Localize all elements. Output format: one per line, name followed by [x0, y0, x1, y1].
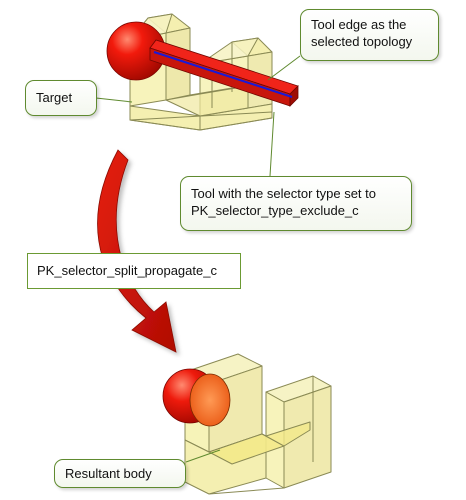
selected-edge [153, 51, 293, 98]
transition-arrow [97, 149, 177, 353]
tool-selector-callout-line1: Tool with the selector type set to [191, 186, 376, 201]
resultant-sphere [162, 368, 231, 427]
operation-label: PK_selector_split_propagate_c [27, 253, 241, 289]
tool-edge-callout-line2: selected topology [311, 34, 413, 49]
target-callout-text: Target [36, 90, 73, 105]
result-callout: Resultant body [54, 459, 186, 488]
tool-edge-callout: Tool edge as the selected topology [300, 9, 439, 61]
operation-label-text: PK_selector_split_propagate_c [37, 263, 217, 278]
tool-selector-callout: Tool with the selector type set to PK_se… [180, 176, 412, 231]
tool-edge-callout-line1: Tool edge as the [311, 17, 407, 32]
target-callout: Target [25, 80, 97, 116]
tool-selector-callout-line2: PK_selector_type_exclude_c [191, 203, 359, 218]
result-callout-text: Resultant body [65, 466, 152, 481]
callout-pointers [95, 55, 301, 463]
